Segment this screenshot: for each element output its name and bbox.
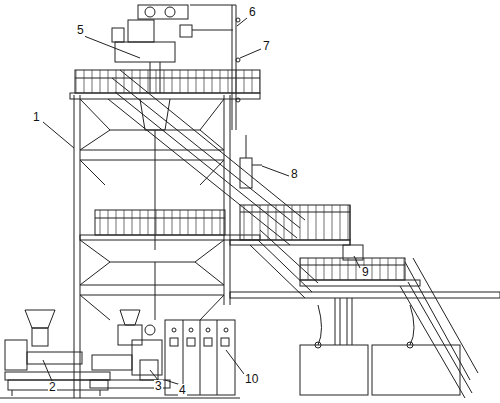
callout-number: 7: [262, 40, 271, 53]
callout-number: 5: [76, 24, 85, 37]
callout-number: 8: [290, 168, 299, 181]
callout-number: 1: [32, 111, 41, 124]
callout-number: 4: [178, 384, 187, 397]
callout-number: 9: [361, 266, 370, 279]
callout-number: 3: [154, 380, 163, 393]
callout-number: 2: [48, 381, 57, 394]
callout-number: 6: [248, 6, 257, 19]
callout-number: 10: [244, 373, 259, 386]
